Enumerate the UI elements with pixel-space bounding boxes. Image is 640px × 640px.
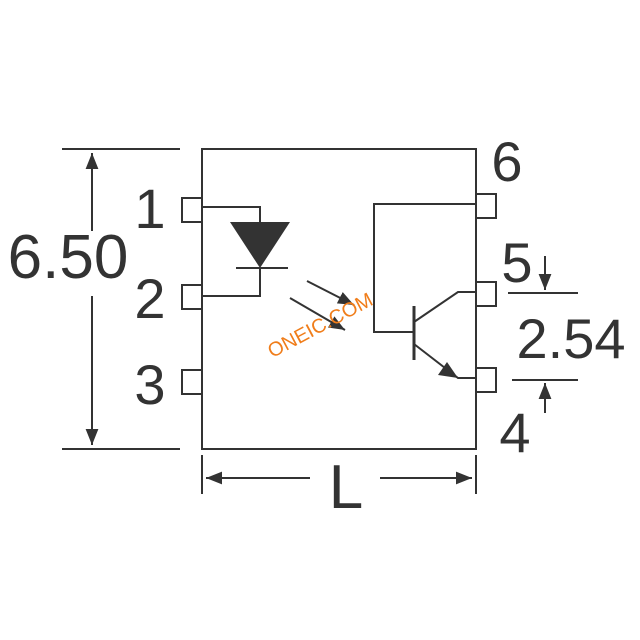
pin-1-label: 1 xyxy=(134,177,165,240)
pin-4-label: 4 xyxy=(499,401,530,464)
pitch-dimension xyxy=(508,256,578,413)
pin-2-pad xyxy=(181,284,203,310)
pin-3-label: 3 xyxy=(134,353,165,416)
pin-6-pad xyxy=(475,193,497,219)
pin-6-label: 6 xyxy=(491,130,522,193)
pitch-dimension-label: 2.54 xyxy=(517,307,626,370)
pin-5-label: 5 xyxy=(501,231,532,294)
phototransistor-symbol xyxy=(373,203,476,379)
watermark-text: ONEIC.COM xyxy=(264,289,376,363)
pin-4-pad xyxy=(475,367,497,393)
pin-2-label: 2 xyxy=(134,267,165,330)
width-dimension xyxy=(201,455,477,494)
width-dimension-label: L xyxy=(329,453,363,522)
pin-5-pad xyxy=(475,281,497,307)
package-body xyxy=(201,148,477,450)
pin-1-pad xyxy=(181,197,203,223)
light-emission-arrows xyxy=(289,280,355,331)
led-symbol xyxy=(202,206,290,297)
height-dimension-label: 6.50 xyxy=(8,223,129,292)
height-dimension xyxy=(62,148,180,450)
pin-3-pad xyxy=(181,369,203,395)
